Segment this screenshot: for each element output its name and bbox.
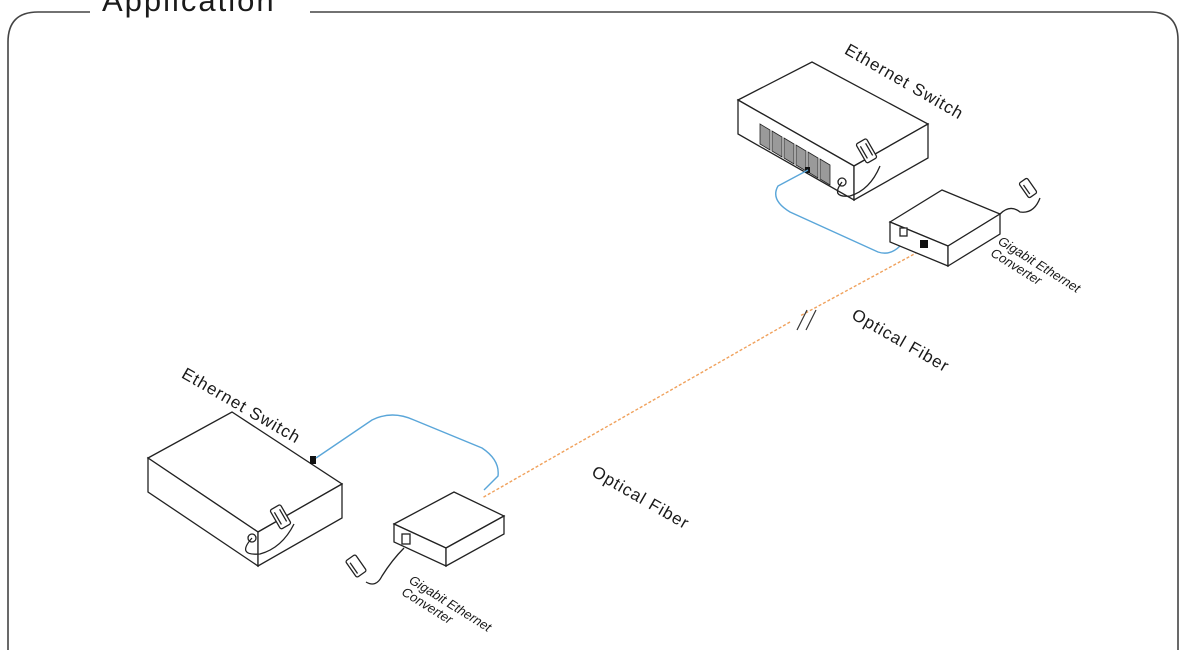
ethernet-cable-bottom bbox=[315, 414, 499, 491]
converter-top bbox=[888, 177, 1041, 268]
diagram-title: Application bbox=[96, 0, 282, 19]
power-adapter-bottom-switch bbox=[269, 504, 292, 530]
frame-border bbox=[7, 11, 1179, 650]
power-adapter-top-converter bbox=[1018, 177, 1038, 199]
power-adapter-bottom-converter bbox=[345, 554, 367, 578]
ethernet-switch-bottom bbox=[146, 411, 344, 568]
ethernet-switch-top bbox=[736, 61, 930, 202]
ethernet-cable-top bbox=[775, 169, 901, 254]
optical-fiber-link bbox=[481, 251, 919, 499]
converter-bottom bbox=[345, 491, 506, 585]
power-adapter-top-switch bbox=[855, 138, 878, 164]
